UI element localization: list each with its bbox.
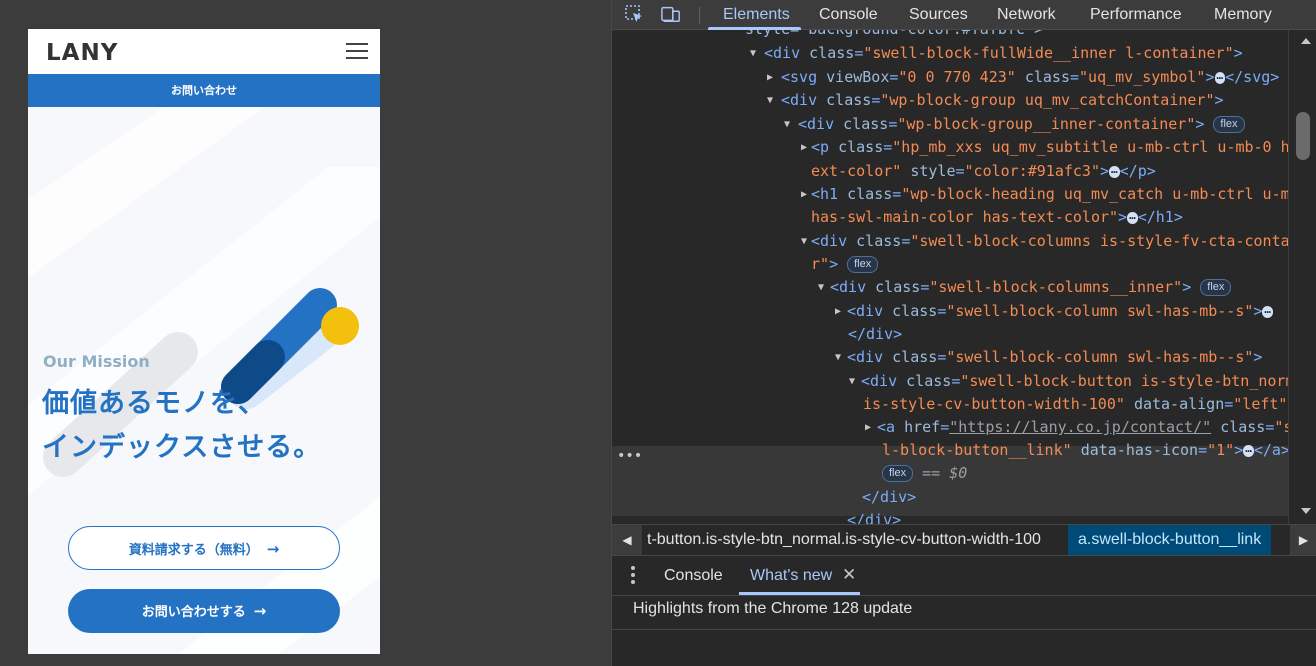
whats-new-panel: Highlights from the Chrome 128 update <box>612 596 1316 666</box>
devtools-panel: Elements Console Sources Network Perform… <box>611 0 1316 666</box>
devtools-toolbar: Elements Console Sources Network Perform… <box>612 0 1316 30</box>
breadcrumb: ◀ t-button.is-style-btn_normal.is-style-… <box>612 524 1316 556</box>
dom-line-selected[interactable]: ▶<a href="https://lany.co.jp/contact/" c… <box>865 416 1288 439</box>
ellipsis-icon[interactable]: … <box>1214 68 1226 84</box>
dom-tree[interactable]: ••• style="background-color:#fafbfc"> ▼<… <box>612 30 1288 524</box>
dom-line[interactable]: ▶<h1 class="wp-block-heading uq_mv_catch… <box>801 183 1288 206</box>
more-options-icon[interactable] <box>630 564 636 586</box>
collapse-triangle-icon[interactable]: ▼ <box>818 282 825 293</box>
dom-line[interactable]: ▼<div class="wp-block-group__inner-conta… <box>784 113 1245 136</box>
chevron-left-icon[interactable]: ◀ <box>612 525 642 555</box>
dom-line[interactable]: ▼<div class="wp-block-group uq_mv_catchC… <box>767 89 1224 112</box>
whats-new-heading[interactable]: Highlights from the Chrome 128 update <box>633 600 913 617</box>
expand-triangle-icon[interactable]: ▶ <box>801 142 808 153</box>
tab-console[interactable]: Console <box>819 6 878 23</box>
request-document-label: 資料請求する（無料） <box>128 543 259 558</box>
tab-network[interactable]: Network <box>997 6 1056 23</box>
arrow-right-icon: → <box>266 540 280 558</box>
drawer-tabbar: Console What's new ✕ <box>612 556 1316 596</box>
dom-line[interactable]: </div> <box>847 511 902 524</box>
menu-icon[interactable] <box>346 43 368 59</box>
drawer-tab-console[interactable]: Console <box>664 567 723 584</box>
contact-bar-link[interactable]: お問い合わせ <box>28 74 380 107</box>
dom-line-wrap[interactable]: ext-color" style="color:#91afc3">…</p> <box>811 162 1156 180</box>
dom-line[interactable]: </div> <box>848 325 903 343</box>
page-preview-pane: LANY お問い合わせ Our Mission 価値あるモノを、 インデックスさ… <box>0 0 611 666</box>
arrow-right-icon: → <box>253 602 267 620</box>
hero-title-line: 価値あるモノを、 <box>42 388 266 419</box>
dom-line[interactable]: ▶<svg viewBox="0 0 770 423" class="uq_mv… <box>767 66 1279 89</box>
dom-line-wrap[interactable]: has-swl-main-color has-text-color">…</h1… <box>811 208 1183 226</box>
ellipsis-icon[interactable]: … <box>1109 162 1120 178</box>
breadcrumb-item[interactable]: t-button.is-style-btn_normal.is-style-cv… <box>647 531 1041 548</box>
expand-triangle-icon[interactable]: ▶ <box>801 189 808 200</box>
request-document-button[interactable]: 資料請求する（無料） → <box>68 526 340 570</box>
dom-line[interactable]: ▶<div class="swell-block-column swl-has-… <box>835 300 1274 323</box>
device-toggle-icon[interactable] <box>661 4 681 24</box>
dom-line[interactable]: ▼<div class="swell-block-columns__inner"… <box>818 276 1232 299</box>
dom-line-wrap[interactable]: is-style-cv-button-width-100" data-align… <box>863 395 1288 413</box>
active-tab-indicator <box>708 27 801 30</box>
dom-line-wrap[interactable]: r"> flex <box>811 253 879 276</box>
site-header: LANY <box>28 29 380 74</box>
flex-badge[interactable]: flex <box>1200 279 1232 296</box>
collapse-triangle-icon[interactable]: ▼ <box>750 48 757 59</box>
mobile-viewport: LANY お問い合わせ Our Mission 価値あるモノを、 インデックスさ… <box>28 29 380 654</box>
dom-scrollbar[interactable] <box>1288 30 1316 524</box>
ellipsis-icon[interactable]: … <box>1243 441 1254 457</box>
hero-title: 価値あるモノを、 インデックスさせる。 <box>42 382 321 470</box>
dom-line[interactable]: style="background-color:#fafbfc"> <box>745 30 1043 41</box>
dom-line[interactable]: ▼<div class="swell-block-column swl-has-… <box>835 346 1262 369</box>
site-logo[interactable]: LANY <box>46 40 119 66</box>
drawer-tab-whats-new[interactable]: What's new <box>750 567 833 584</box>
collapse-triangle-icon[interactable]: ▼ <box>784 119 791 130</box>
expand-triangle-icon[interactable]: ▶ <box>767 72 774 83</box>
scroll-up-icon[interactable] <box>1301 38 1311 44</box>
flex-badge[interactable]: flex <box>1213 116 1245 133</box>
scroll-down-icon[interactable] <box>1301 508 1311 514</box>
dom-line[interactable]: </div> <box>862 488 917 506</box>
hero-subtitle: Our Mission <box>43 352 150 371</box>
active-drawer-tab-indicator <box>739 592 860 595</box>
contact-button-label: お問い合わせする <box>141 605 246 620</box>
close-icon[interactable]: ✕ <box>842 565 857 585</box>
href-link[interactable]: "https://lany.co.jp/contact/" <box>949 418 1212 436</box>
toolbar-divider <box>699 7 700 24</box>
ellipsis-icon[interactable]: … <box>1127 208 1138 224</box>
tab-performance[interactable]: Performance <box>1090 6 1182 23</box>
tab-memory[interactable]: Memory <box>1214 6 1272 23</box>
divider <box>612 629 1316 630</box>
dom-line[interactable]: ▼<div class="swell-block-columns is-styl… <box>801 230 1288 253</box>
collapse-triangle-icon[interactable]: ▼ <box>849 376 856 387</box>
collapse-triangle-icon[interactable]: ▼ <box>835 352 842 363</box>
dom-line[interactable]: ▶<p class="hp_mb_xxs uq_mv_subtitle u-mb… <box>801 136 1288 159</box>
ellipsis-icon[interactable]: … <box>1262 302 1274 318</box>
hero-title-line: インデックスさせる。 <box>42 432 322 463</box>
breadcrumb-item-active[interactable]: a.swell-block-button__link <box>1068 525 1272 555</box>
chevron-right-icon[interactable]: ▶ <box>1290 525 1316 555</box>
dom-line[interactable]: ▼<div class="swell-block-fullWide__inner… <box>750 42 1243 65</box>
tab-elements[interactable]: Elements <box>723 6 790 23</box>
selected-node-highlight <box>612 446 1288 516</box>
collapse-triangle-icon[interactable]: ▼ <box>801 236 808 247</box>
inspect-element-icon[interactable] <box>624 4 644 24</box>
dom-line-wrap[interactable]: l-block-button__link" data-has-icon="1">… <box>882 441 1288 459</box>
node-actions-icon[interactable]: ••• <box>617 448 643 464</box>
hero-illustration <box>28 107 380 654</box>
scrollbar-thumb[interactable] <box>1296 112 1310 160</box>
tab-sources[interactable]: Sources <box>909 6 968 23</box>
collapse-triangle-icon[interactable]: ▼ <box>767 95 774 106</box>
expand-triangle-icon[interactable]: ▶ <box>865 422 872 433</box>
flex-badge[interactable]: flex <box>882 465 914 482</box>
contact-button[interactable]: お問い合わせする → <box>68 589 340 633</box>
hero-section: Our Mission 価値あるモノを、 インデックスさせる。 資料請求する（無… <box>28 107 380 654</box>
dom-line[interactable]: ▼<div class="swell-block-button is-style… <box>849 370 1288 393</box>
expand-triangle-icon[interactable]: ▶ <box>835 306 842 317</box>
dom-line-wrap[interactable]: flex == $0 <box>882 462 967 485</box>
flex-badge[interactable]: flex <box>847 256 879 273</box>
